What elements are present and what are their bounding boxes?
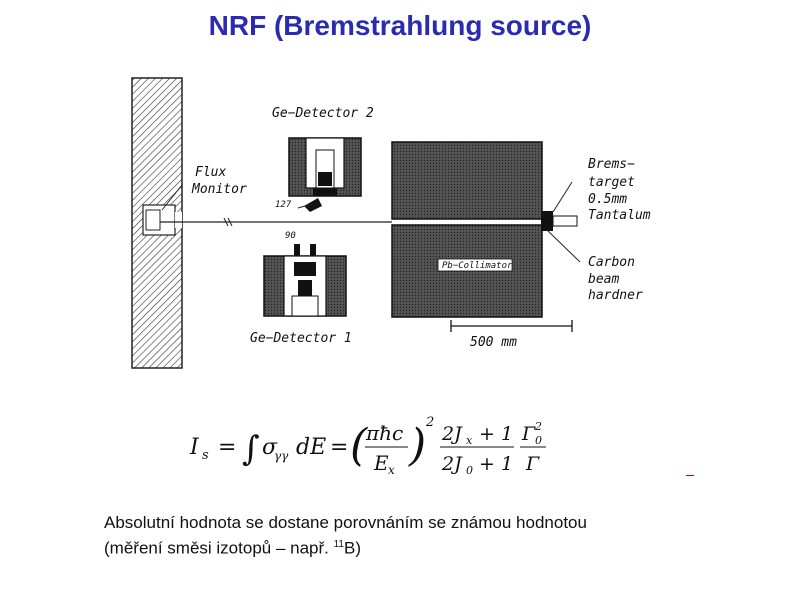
formula-pihc: πħc [365, 421, 403, 445]
flux-label: Flux [195, 165, 226, 180]
formula-gamma-den: Γ [525, 453, 540, 475]
formula-gamma-num: Γ [521, 423, 536, 445]
svg-text:∫: ∫ [242, 429, 260, 469]
svg-text:(: ( [350, 420, 368, 471]
beam-label: beam [588, 272, 619, 287]
brems-label: Brems− [588, 157, 635, 172]
caption-line-2-post: B) [344, 538, 361, 558]
svg-text:): ) [408, 420, 426, 471]
caption-line-2: (měření směsi izotopů – např. 11B) [104, 534, 724, 560]
formula-dE: dE [296, 435, 326, 460]
formula-num-rest: + 1 [473, 423, 513, 445]
formula-gamma-sub: 0 [535, 434, 542, 447]
formula: I s = ∫ σ γγ dE = ( πħc E x ) 2 2J x + 1… [189, 415, 546, 477]
caption-sup: 11 [333, 539, 344, 550]
formula-den: 2J [441, 453, 463, 475]
thickness-label: 0.5mm [588, 192, 627, 207]
formula-gamma-sup: 2 [534, 420, 542, 433]
collimator-label: Pb−Collimator [442, 261, 513, 271]
formula-den-sub: 0 [466, 464, 473, 477]
ge-detector-1: 90 Ge−Detector 1 [250, 231, 352, 346]
angle-90-label: 90 [285, 231, 296, 241]
caption-line-1: Absolutní hodnota se dostane porovnáním … [104, 513, 587, 532]
red-dash-mark [686, 475, 694, 476]
pb-collimator: Pb−Collimator [391, 141, 543, 318]
formula-num-sub: x [466, 434, 473, 447]
tantalum-label: Tantalum [588, 208, 651, 223]
scale-bar: 500 mm [450, 320, 573, 350]
formula-num: 2J [441, 423, 463, 445]
caption-text: Absolutní hodnota se dostane porovnáním … [104, 512, 724, 560]
angle-127-label: 127 [275, 200, 292, 210]
svg-text:=: = [330, 435, 348, 460]
formula-den-rest: + 1 [473, 453, 513, 475]
ge-detector-2-label: Ge−Detector 2 [272, 106, 374, 121]
ge-detector-2: Ge−Detector 2 127 [272, 106, 374, 212]
page-title: NRF (Bremstrahlung source) [208, 10, 592, 41]
brems-target: Brems− target 0.5mm Tantalum Carbon beam… [541, 157, 651, 303]
formula-Is: I [189, 435, 200, 460]
formula-s: s [202, 448, 209, 463]
caption-line-2-pre: (měření směsi izotopů – např. [104, 538, 334, 558]
hardner-label: hardner [588, 288, 643, 303]
formula-gg: γγ [274, 449, 289, 463]
target-label: target [588, 175, 635, 190]
carbon-label: Carbon [588, 255, 635, 270]
svg-text:=: = [218, 435, 236, 460]
formula-power: 2 [425, 415, 434, 430]
formula-Ex: E [373, 451, 389, 475]
flux-monitor: Flux Monitor [145, 165, 247, 231]
ge-detector-1-label: Ge−Detector 1 [250, 331, 352, 346]
monitor-label: Monitor [191, 182, 247, 197]
formula-sigma: σ [262, 435, 278, 460]
scale-label: 500 mm [470, 335, 517, 350]
formula-x: x [388, 463, 395, 477]
